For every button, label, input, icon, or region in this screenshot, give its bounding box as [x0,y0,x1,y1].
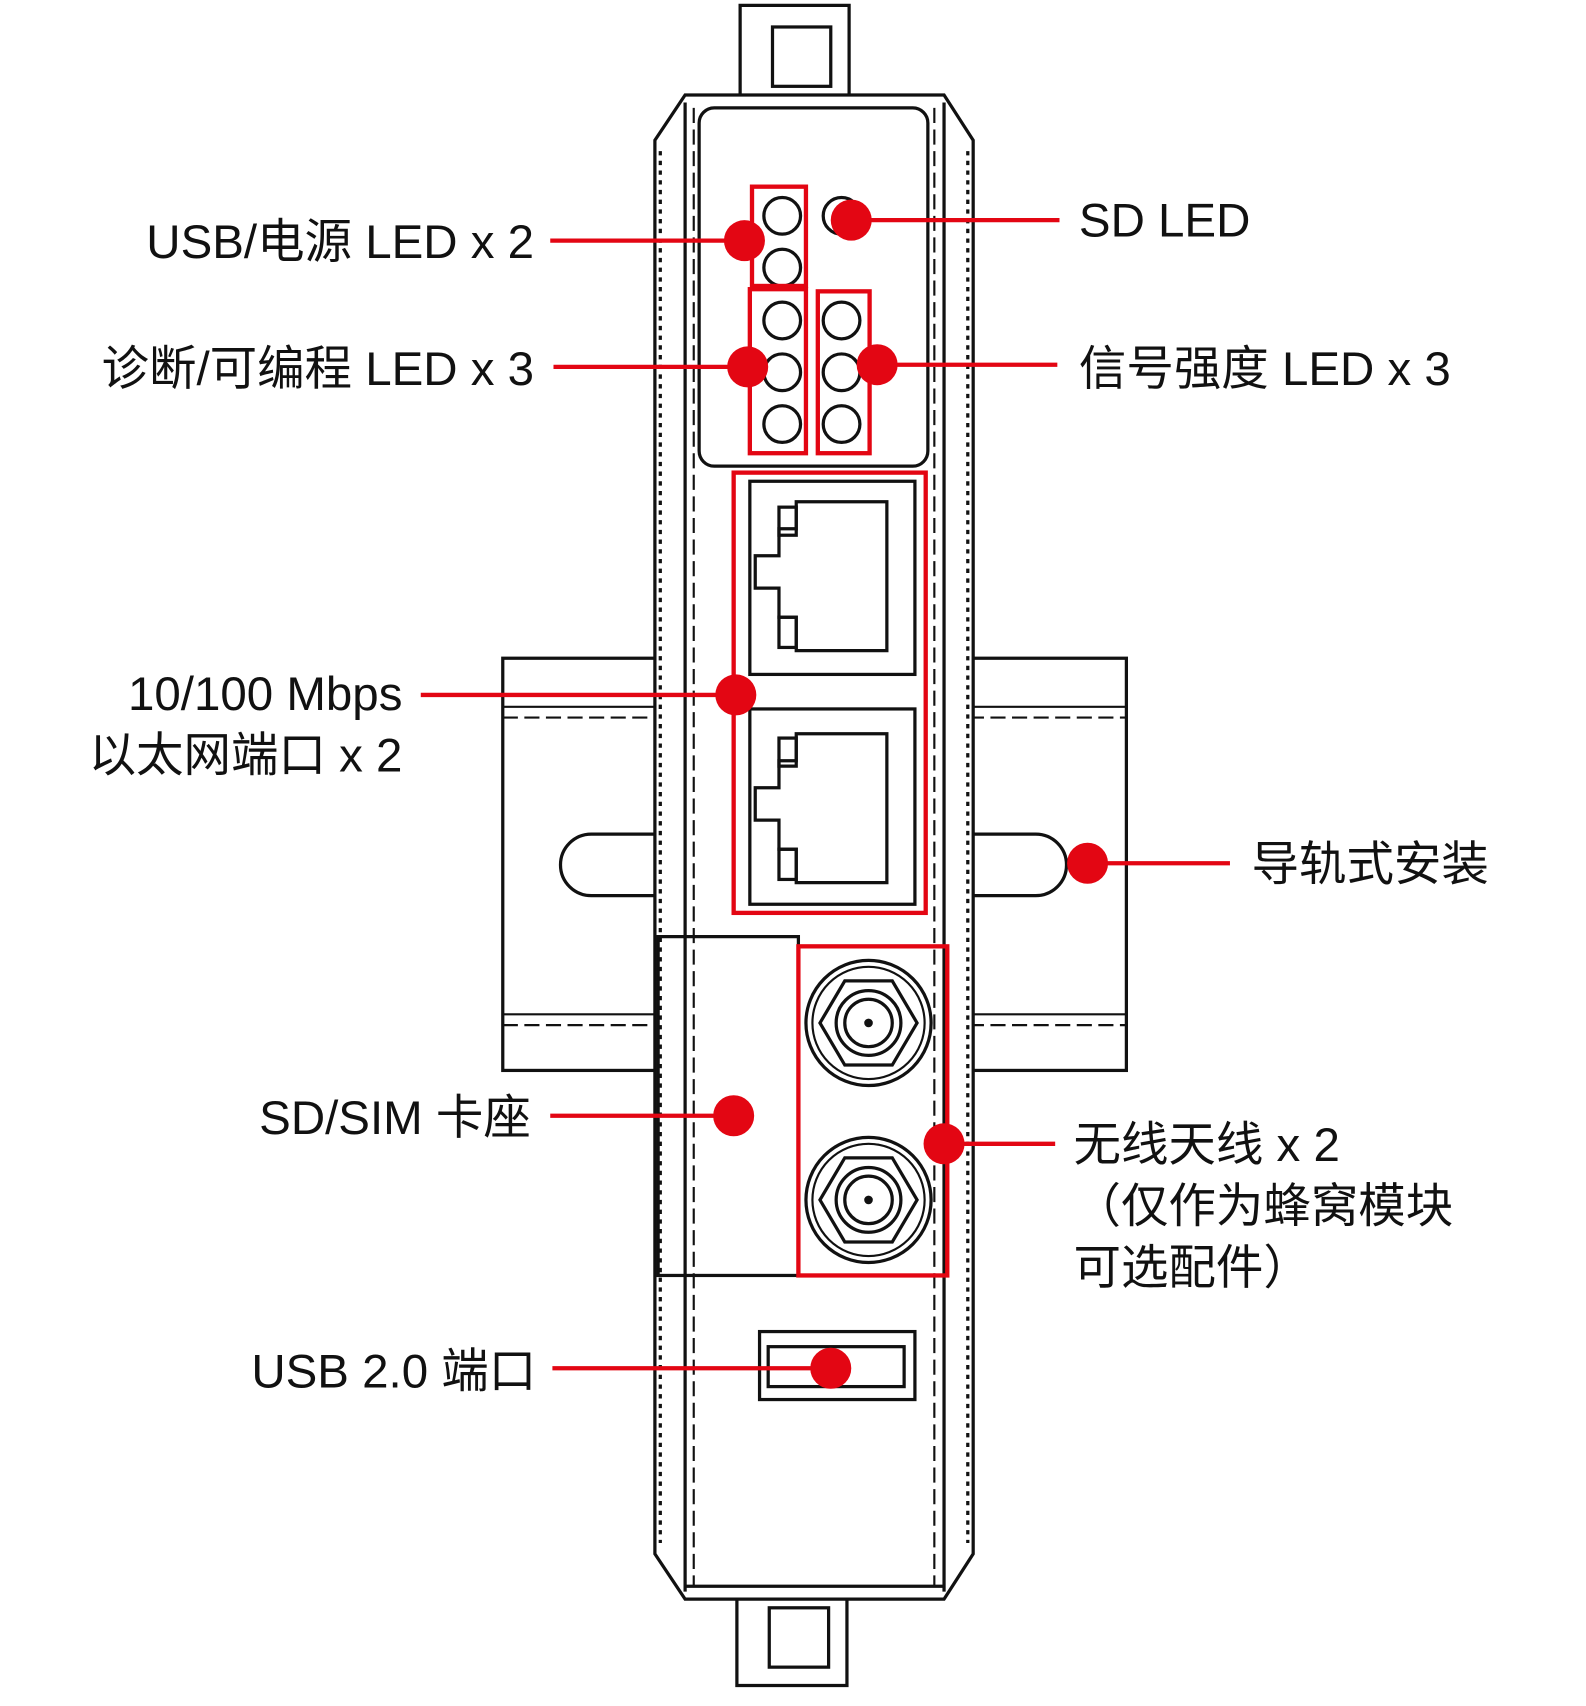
antenna-connector-icon [804,1135,933,1265]
diag-led-icon [762,404,803,445]
usb-led-icon [762,195,803,236]
label-sd-sim: SD/SIM 卡座 [259,1092,531,1145]
bottom-clip [735,1599,849,1688]
label-din-rail: 导轨式安装 [1252,839,1489,892]
label-diag-prog-led: 诊断/可编程 LED x 3 [102,343,535,396]
din-rail [501,656,1129,1073]
label-antenna-note: （仅作为蜂窝模块 [1074,1181,1454,1234]
label-antenna: 无线天线 x 2 [1074,1119,1340,1172]
label-usb-power-led: USB/电源 LED x 2 [146,216,534,269]
antenna-connectors [804,958,933,1265]
label-signal-led: 信号强度 LED x 3 [1079,343,1451,396]
label-sd-led: SD LED [1079,194,1250,247]
antenna-connector-icon [804,958,933,1088]
diag-led-icon [762,300,803,341]
label-antenna-note-2: 可选配件） [1074,1242,1311,1295]
label-ethernet-speed: 10/100 Mbps [128,668,402,721]
label-usb-port: USB 2.0 端口 [251,1346,536,1399]
signal-led-icon [821,300,862,341]
ethernet-ports [748,479,917,906]
signal-led-icon [821,404,862,445]
label-ethernet-ports: 以太网端口 x 2 [89,730,403,783]
top-clip [738,3,851,95]
